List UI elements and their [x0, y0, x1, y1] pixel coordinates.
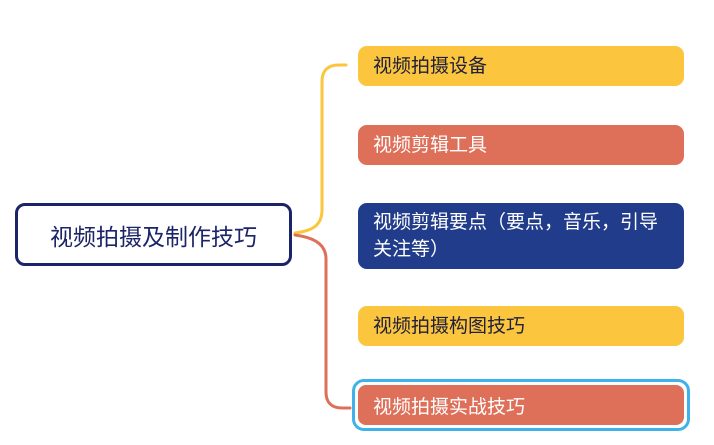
- root-node[interactable]: 视频拍摄及制作技巧: [15, 203, 292, 266]
- connector-bottom-branch: [293, 233, 352, 410]
- branch-node-practical-skills[interactable]: 视频拍摄实战技巧: [358, 385, 684, 425]
- branch-node-shooting-equipment[interactable]: 视频拍摄设备: [358, 46, 684, 86]
- branch-node-composition-skills[interactable]: 视频拍摄构图技巧: [358, 306, 684, 346]
- branch-node-editing-tools[interactable]: 视频剪辑工具: [358, 125, 684, 165]
- selected-node-ring: 视频拍摄实战技巧: [352, 379, 690, 431]
- branch-node-editing-key-points[interactable]: 视频剪辑要点（要点，音乐，引导关注等）: [358, 203, 684, 269]
- connector-top-branch: [293, 63, 348, 235]
